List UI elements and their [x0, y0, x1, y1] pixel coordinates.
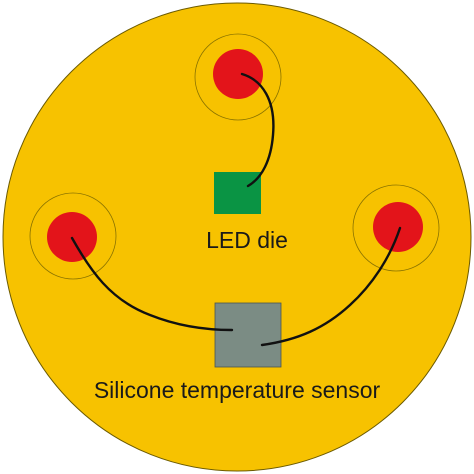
- pad-left-ring: [29, 192, 117, 280]
- bond-wire-led: [240, 72, 275, 188]
- led-die-label: LED die: [206, 227, 288, 253]
- pad-top-ring: [194, 33, 282, 121]
- led-die: [214, 172, 261, 214]
- temperature-sensor: [214, 302, 282, 368]
- pad-right-ring: [352, 184, 440, 272]
- sensor-label: Silicone temperature sensor: [94, 377, 381, 403]
- bond-wire-sensor-left: [70, 236, 234, 332]
- bond-wire-sensor-right: [260, 226, 402, 347]
- pad-right: [373, 202, 423, 252]
- pad-top: [213, 49, 263, 99]
